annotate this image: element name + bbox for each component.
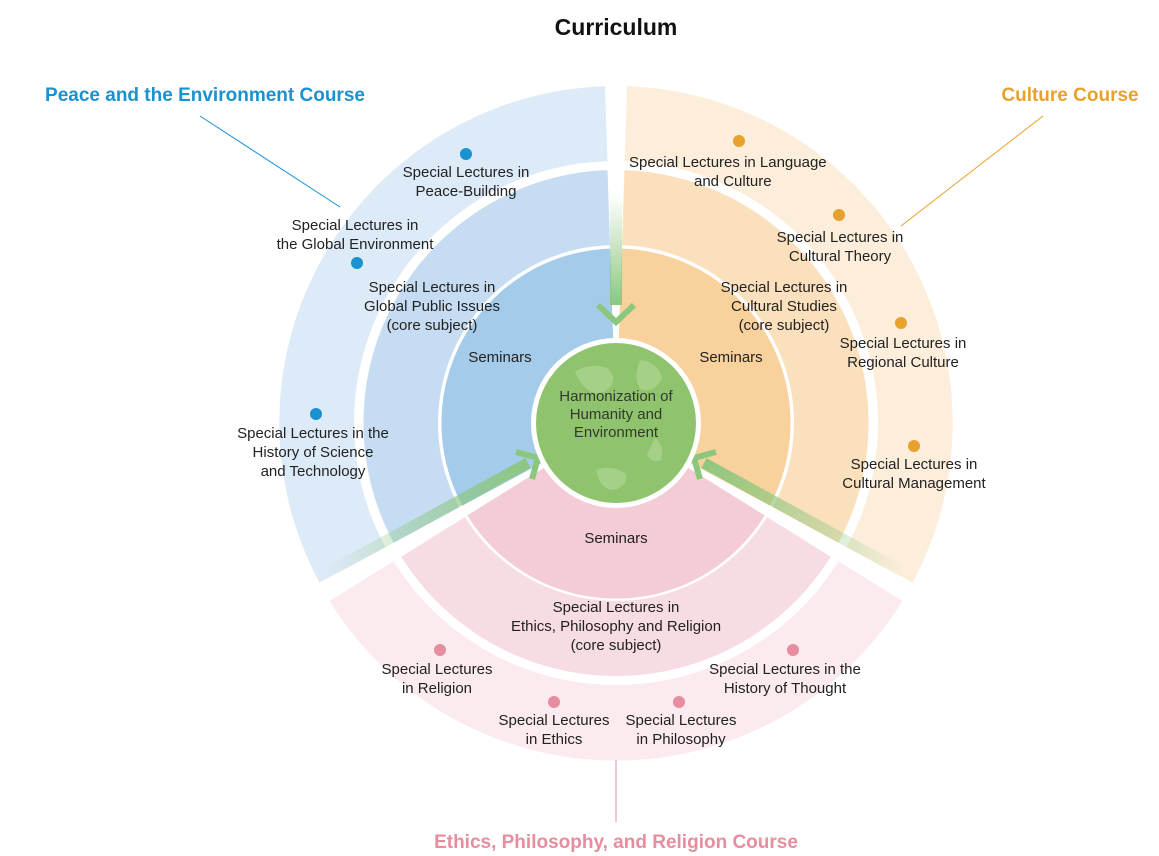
peace-core-line-3: (core subject) — [387, 317, 478, 334]
lecture-line: Cultural Management — [842, 475, 986, 492]
culture-bullet-dot — [895, 317, 907, 329]
lecture-line: the Global Environment — [277, 236, 435, 253]
ethics-core-line-1: Special Lectures in — [553, 599, 680, 616]
peace-bullet-dot — [460, 148, 472, 160]
lecture-line: Special Lectures in the — [237, 425, 389, 442]
culture-lecture-regional-culture: Special Lectures in Regional Culture — [840, 317, 967, 371]
center-label-line-3: Environment — [574, 424, 659, 441]
center-label-line-2: Humanity and — [570, 406, 663, 423]
culture-leader-line — [900, 115, 1044, 227]
peace-lecture-global-environment: Special Lectures in the Global Environme… — [277, 217, 435, 269]
peace-core-line-1: Special Lectures in — [369, 279, 496, 296]
lecture-line: History of Thought — [724, 680, 847, 697]
lecture-line: Cultural Theory — [789, 248, 892, 265]
ethics-core-subject: Special Lectures in Ethics, Philosophy a… — [511, 599, 721, 654]
lecture-line: Special Lectures in — [777, 229, 904, 246]
lecture-line: in Ethics — [526, 731, 583, 748]
lecture-line: Special Lectures in — [851, 456, 978, 473]
lecture-line: Special Lectures — [382, 661, 493, 678]
lecture-line: Special Lectures in — [840, 335, 967, 352]
lecture-line: and Culture — [694, 173, 772, 190]
ethics-seminars-label: Seminars — [584, 530, 647, 547]
peace-seminars-label: Seminars — [468, 349, 531, 366]
ethics-bullet-dot — [548, 696, 560, 708]
ethics-core-line-3: (core subject) — [571, 637, 662, 654]
ethics-bullet-dot — [434, 644, 446, 656]
lecture-line: in Philosophy — [636, 731, 726, 748]
culture-bullet-dot — [733, 135, 745, 147]
culture-core-line-1: Special Lectures in — [721, 279, 848, 296]
lecture-line: Peace-Building — [416, 183, 517, 200]
culture-core-line-3: (core subject) — [739, 317, 830, 334]
arrow-from-ethics-right — [690, 449, 908, 578]
ethics-inner-sector — [467, 423, 765, 599]
lecture-line: Special Lectures in — [292, 217, 419, 234]
ethics-lecture-religion: Special Lectures in Religion — [382, 644, 493, 697]
globe-icon: Harmonization of Humanity and Environmen… — [531, 338, 701, 508]
lecture-line: Regional Culture — [847, 354, 959, 371]
culture-lecture-cultural-management: Special Lectures in Cultural Management — [842, 440, 987, 492]
ethics-course-title: Ethics, Philosophy, and Religion Course — [434, 832, 798, 853]
ethics-bullet-dot — [673, 696, 685, 708]
culture-seminars-label: Seminars — [699, 349, 762, 366]
lecture-line: in Religion — [402, 680, 472, 697]
peace-lecture-history-of-science: Special Lectures in the History of Scien… — [237, 408, 389, 480]
peace-core-subject: Special Lectures in Global Public Issues… — [364, 279, 500, 334]
culture-bullet-dot — [833, 209, 845, 221]
lecture-line: Special Lectures — [499, 712, 610, 729]
peace-course-title: Peace and the Environment Course — [45, 85, 365, 106]
lecture-line: Special Lectures in the — [709, 661, 861, 678]
peace-core-line-2: Global Public Issues — [364, 298, 500, 315]
lecture-line: and Technology — [261, 463, 366, 480]
lecture-line: Special Lectures — [626, 712, 737, 729]
peace-lecture-peace-building: Special Lectures in Peace-Building — [403, 148, 530, 200]
ethics-lecture-philosophy: Special Lectures in Philosophy — [626, 696, 737, 748]
page-title: Curriculum — [555, 14, 678, 40]
peace-bullet-dot — [351, 257, 363, 269]
arrow-from-ethics-left — [324, 449, 542, 578]
peace-bullet-dot — [310, 408, 322, 420]
ethics-lecture-history-of-thought: Special Lectures in the History of Thoug… — [709, 644, 861, 697]
lecture-line: Special Lectures in — [403, 164, 530, 181]
culture-lecture-cultural-theory: Special Lectures in Cultural Theory — [777, 209, 904, 265]
peace-leader-line — [199, 115, 341, 208]
culture-bullet-dot — [908, 440, 920, 452]
ethics-bullet-dot — [787, 644, 799, 656]
ethics-lecture-ethics: Special Lectures in Ethics — [499, 696, 610, 748]
lecture-line: Special Lectures in Language — [629, 154, 827, 171]
lecture-line: History of Science — [253, 444, 374, 461]
culture-core-subject: Special Lectures in Cultural Studies (co… — [721, 279, 848, 334]
arrows — [324, 195, 908, 578]
culture-lecture-language-and-culture: Special Lectures in Language and Culture — [629, 135, 827, 190]
center-label-line-1: Harmonization of — [559, 388, 673, 405]
culture-course-title: Culture Course — [1001, 85, 1138, 106]
ethics-core-line-2: Ethics, Philosophy and Religion — [511, 618, 721, 635]
arrow-from-culture-peace-top — [595, 195, 637, 327]
culture-core-line-2: Cultural Studies — [731, 298, 837, 315]
